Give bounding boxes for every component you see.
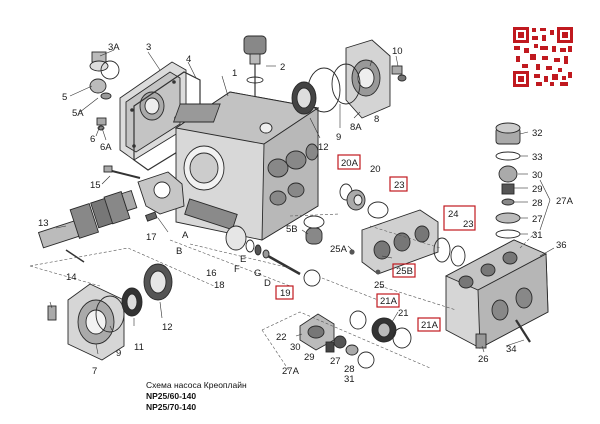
valve-assembly-bottom <box>299 313 375 369</box>
manifold-valve-parts <box>339 183 466 275</box>
oil-plug-parts <box>89 51 120 131</box>
side-cover-part <box>291 39 407 119</box>
dipstick-part <box>243 35 267 96</box>
label-19: 19 <box>280 288 291 299</box>
label-20: 20 <box>370 164 381 175</box>
label-F: F <box>234 264 240 275</box>
label-32: 32 <box>532 128 543 139</box>
label-17: 17 <box>146 232 157 243</box>
label-A: A <box>182 230 189 241</box>
label-34: 34 <box>506 344 517 355</box>
plunger-parts <box>184 198 321 287</box>
label-7: 7 <box>92 366 97 377</box>
part-number-labels: 1 2 3 3A 4 5 5A 6 6A 7 8 8A 9 9 10 11 12… <box>38 42 574 385</box>
highlighted-labels: 20A 23 24 23 25B 19 21A 21A <box>275 154 476 332</box>
label-26: 26 <box>478 354 489 365</box>
label-27a-right: 27A <box>556 196 574 207</box>
qr-code-icon <box>512 26 574 88</box>
label-6: 6 <box>90 134 95 145</box>
crankcase-part <box>172 91 320 241</box>
label-23-upper: 23 <box>394 180 405 191</box>
label-21: 21 <box>398 308 409 319</box>
label-9-top: 9 <box>336 132 341 143</box>
leader-lines <box>49 49 555 355</box>
label-27-right: 27 <box>532 214 543 225</box>
caption-title: Схема насоса Креоплайн <box>146 380 247 390</box>
label-20a: 20A <box>341 158 359 169</box>
label-25: 25 <box>374 280 385 291</box>
label-33: 33 <box>532 152 543 163</box>
label-21a-lower: 21A <box>421 320 439 331</box>
label-28-bottom: 28 <box>344 364 355 375</box>
label-G: G <box>254 268 261 279</box>
label-23-lower: 23 <box>463 219 474 230</box>
label-18: 18 <box>214 280 225 291</box>
label-31-right: 31 <box>532 230 543 241</box>
seal-set-parts <box>349 310 412 349</box>
bearing-flange-parts <box>47 263 173 361</box>
label-2: 2 <box>280 62 285 73</box>
label-3: 3 <box>146 42 151 53</box>
label-4: 4 <box>186 54 191 65</box>
label-25b: 25B <box>396 266 413 277</box>
label-8: 8 <box>374 114 379 125</box>
pump-head-part <box>444 239 549 349</box>
connecting-rod-parts <box>103 165 185 222</box>
label-B: B <box>176 246 182 257</box>
label-29-right: 29 <box>532 184 543 195</box>
label-30-right: 30 <box>532 170 543 181</box>
label-D: D <box>264 278 271 289</box>
label-28-right: 28 <box>532 198 543 209</box>
crankshaft-part <box>37 189 138 249</box>
label-5a: 5A <box>72 108 84 119</box>
label-27-bottom: 27 <box>330 356 341 367</box>
label-22: 22 <box>276 332 287 343</box>
label-5: 5 <box>62 92 67 103</box>
label-12-top: 12 <box>318 142 329 153</box>
valve-assembly-right <box>495 122 521 239</box>
seal-parts <box>303 215 355 255</box>
label-10: 10 <box>392 46 403 57</box>
label-16: 16 <box>206 268 217 279</box>
label-3a: 3A <box>108 42 120 53</box>
rear-cover-part <box>119 61 187 161</box>
label-E: E <box>240 254 246 265</box>
label-36: 36 <box>556 240 567 251</box>
label-29-bottom: 29 <box>304 352 315 363</box>
label-13: 13 <box>38 218 49 229</box>
label-8a: 8A <box>350 122 362 133</box>
label-12-bottom: 12 <box>162 322 173 333</box>
label-1: 1 <box>232 68 237 79</box>
label-27a-bottom: 27A <box>282 366 300 377</box>
assembly-guide-lines <box>29 213 537 373</box>
label-14: 14 <box>66 272 77 283</box>
label-15: 15 <box>90 180 101 191</box>
caption-model-2: NP25/70-140 <box>146 402 197 412</box>
label-6a: 6A <box>100 142 112 153</box>
label-5b: 5B <box>286 224 298 235</box>
label-24: 24 <box>448 209 459 220</box>
label-31-bottom: 31 <box>344 374 355 385</box>
label-30-bottom: 30 <box>290 342 301 353</box>
label-25a: 25A <box>330 244 348 255</box>
label-21a-upper: 21A <box>380 296 398 307</box>
caption-model-1: NP25/60-140 <box>146 391 197 401</box>
label-9-bottom: 9 <box>116 348 121 359</box>
label-11: 11 <box>134 342 144 353</box>
